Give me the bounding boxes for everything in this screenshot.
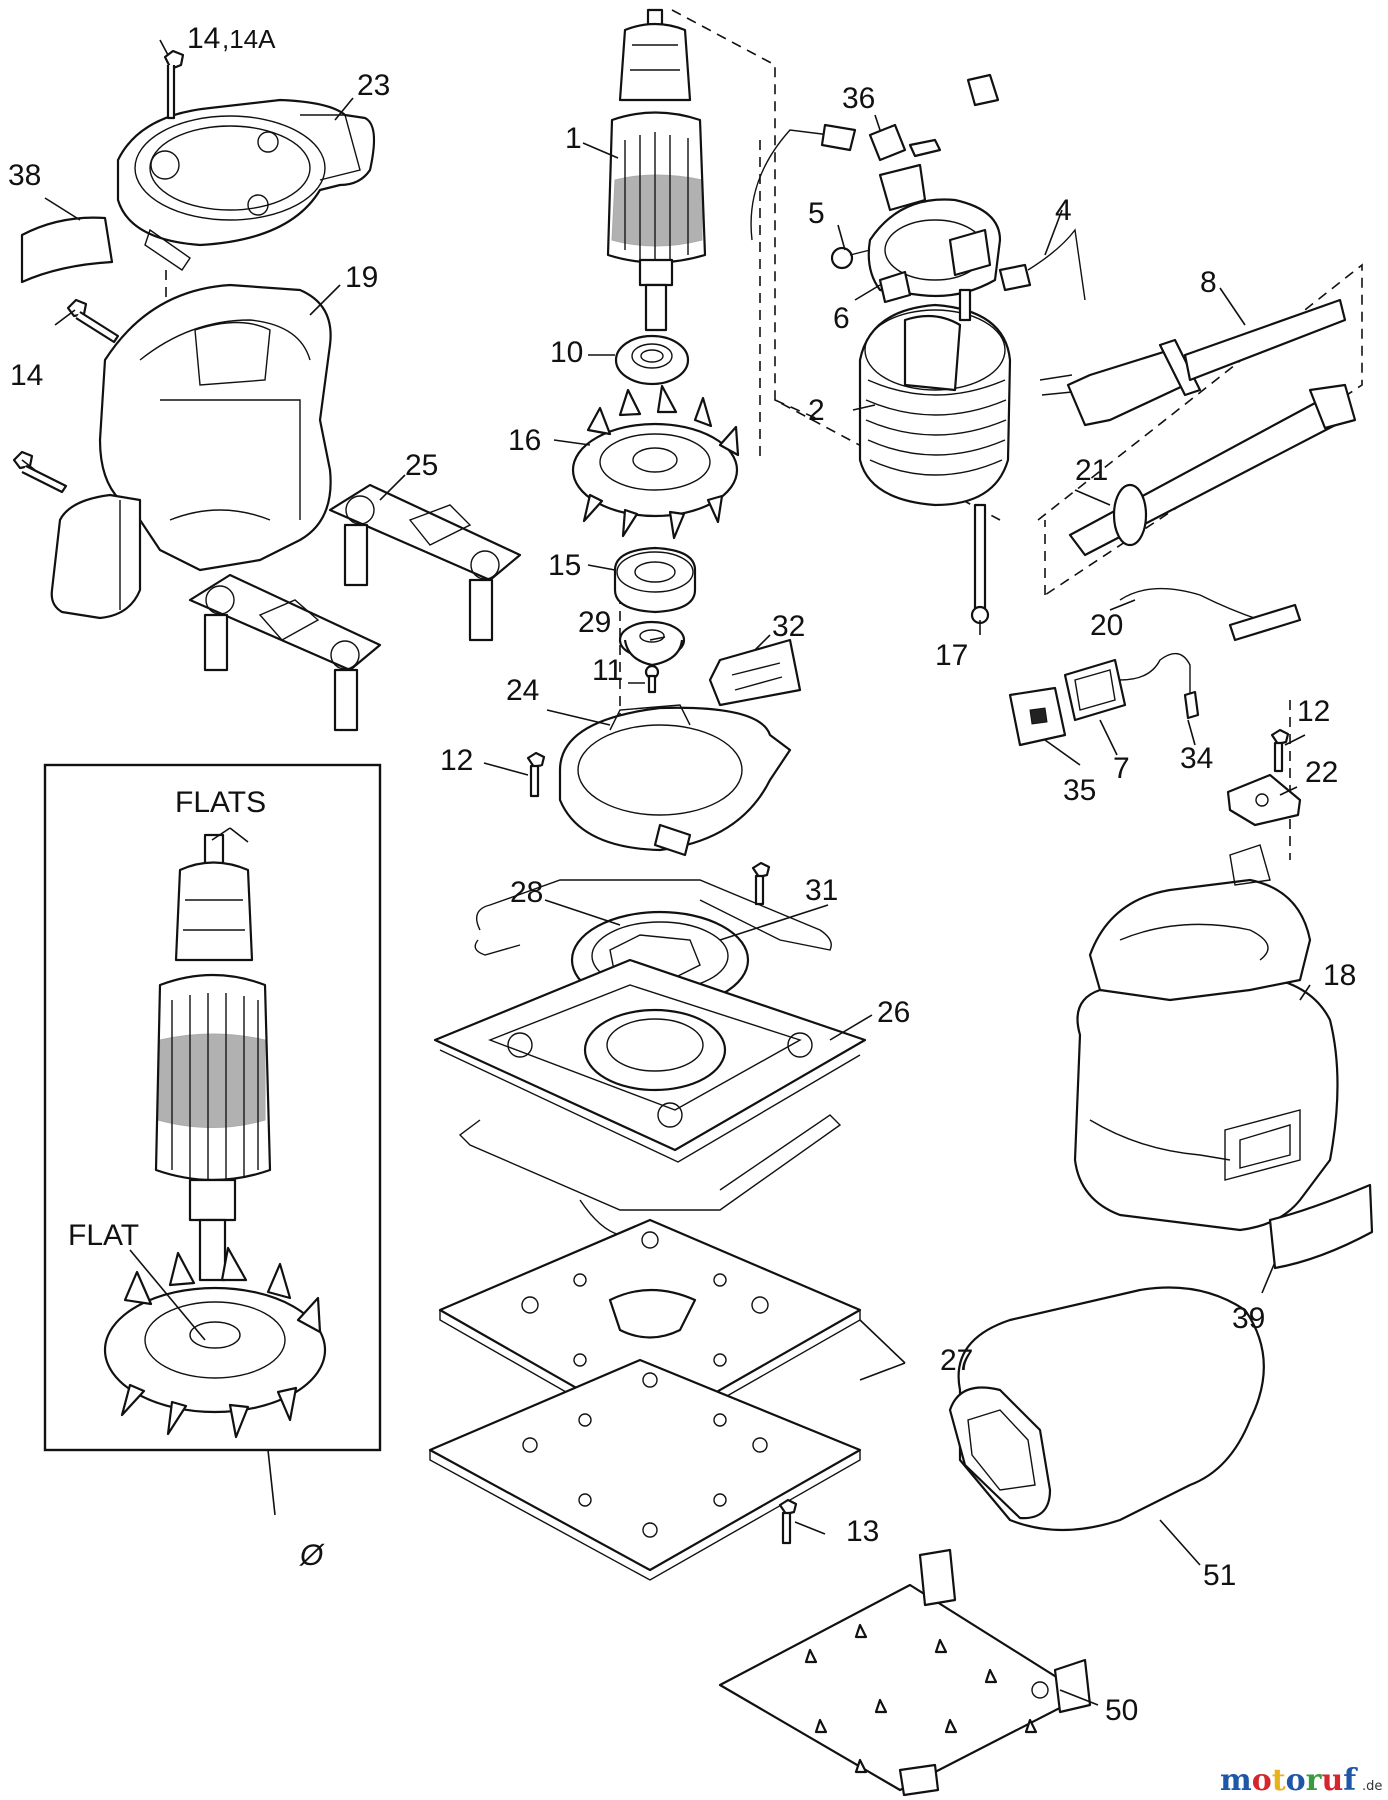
top-cover-23 bbox=[116, 98, 376, 271]
label-14a-top: ,14A bbox=[222, 24, 276, 54]
label-14-left: 14 bbox=[10, 359, 43, 392]
label-38: 38 bbox=[8, 159, 41, 192]
label-2: 2 bbox=[808, 394, 825, 427]
label-18: 18 bbox=[1323, 959, 1356, 992]
field-2 bbox=[858, 288, 1012, 507]
housing-half-19 bbox=[50, 283, 332, 620]
label-50: 50 bbox=[1105, 1694, 1138, 1727]
screw-11 bbox=[644, 664, 660, 694]
part-36 bbox=[868, 73, 1000, 162]
dust-bag-51 bbox=[948, 1286, 1265, 1532]
fan-16 bbox=[571, 384, 740, 540]
switch-cover-35 bbox=[1008, 686, 1067, 747]
label-4: 4 bbox=[1055, 194, 1072, 227]
label-23: 23 bbox=[357, 69, 390, 102]
brush-4 bbox=[998, 228, 1086, 301]
fan-baffle-24 bbox=[558, 704, 792, 857]
label-32: 32 bbox=[772, 610, 805, 643]
label-10: 10 bbox=[550, 336, 583, 369]
part-labels: 1 2 4 5 6 7 8 10 11 12 12 13 14 ,14A 14 … bbox=[8, 22, 1356, 1727]
label-21: 21 bbox=[1075, 454, 1108, 487]
spring-5 bbox=[830, 138, 942, 270]
part-32 bbox=[708, 638, 802, 707]
label-22: 22 bbox=[1305, 756, 1338, 789]
label-39 bbox=[1268, 1183, 1374, 1270]
label-38 bbox=[20, 216, 114, 284]
label-13: 13 bbox=[846, 1515, 879, 1548]
label-8: 8 bbox=[1200, 266, 1217, 299]
wire-spring-28 bbox=[474, 879, 832, 956]
label-flats: FLATS bbox=[175, 786, 266, 819]
switch-7 bbox=[1063, 652, 1200, 722]
armature-inset bbox=[43, 763, 382, 1452]
counterweight-29 bbox=[618, 620, 686, 667]
label-34: 34 bbox=[1180, 742, 1213, 775]
leader-lines bbox=[21, 39, 1311, 1706]
watermark: motoruf .de bbox=[1220, 1763, 1382, 1798]
label-14-top: 14 bbox=[187, 22, 220, 55]
label-39: 39 bbox=[1232, 1302, 1265, 1335]
label-7: 7 bbox=[1113, 752, 1130, 785]
label-27: 27 bbox=[940, 1344, 973, 1377]
label-51: 51 bbox=[1203, 1559, 1236, 1592]
label-24: 24 bbox=[506, 674, 539, 707]
label-1: 1 bbox=[565, 122, 582, 155]
label-12b: 12 bbox=[1297, 695, 1330, 728]
label-31: 31 bbox=[805, 874, 838, 907]
label-25: 25 bbox=[405, 449, 438, 482]
screw-17 bbox=[970, 503, 990, 625]
watermark-suffix: .de bbox=[1362, 1779, 1382, 1794]
punch-plate-50 bbox=[718, 1548, 1092, 1797]
bearing-10 bbox=[614, 334, 690, 386]
screws-12 bbox=[526, 728, 1290, 906]
label-36: 36 bbox=[842, 82, 875, 115]
base-plate-26 bbox=[433, 958, 867, 1163]
brush-holder-6 bbox=[867, 163, 1002, 304]
bearing-15 bbox=[613, 546, 697, 614]
label-19: 19 bbox=[345, 261, 378, 294]
label-20: 20 bbox=[1090, 609, 1123, 642]
label-17: 17 bbox=[935, 639, 968, 672]
clamp-22 bbox=[1226, 773, 1302, 827]
label-16: 16 bbox=[508, 424, 541, 457]
label-35: 35 bbox=[1063, 774, 1096, 807]
label-26: 26 bbox=[877, 996, 910, 1029]
cord-protector-21 bbox=[1068, 383, 1357, 557]
label-5: 5 bbox=[808, 197, 825, 230]
brackets-25 bbox=[188, 483, 522, 732]
wire-lead bbox=[750, 123, 857, 241]
wire-20 bbox=[1119, 587, 1302, 642]
label-flat: FLAT bbox=[68, 1219, 139, 1252]
sanding-pads-27 bbox=[428, 1218, 862, 1581]
armature-1 bbox=[606, 8, 707, 332]
label-11: 11 bbox=[592, 654, 623, 687]
housing-18 bbox=[1073, 844, 1339, 1232]
label-12a: 12 bbox=[440, 744, 473, 777]
watermark-text: motoruf bbox=[1220, 1763, 1358, 1798]
label-15: 15 bbox=[548, 549, 581, 582]
screw-13 bbox=[778, 1498, 798, 1545]
label-29: 29 bbox=[578, 606, 611, 639]
label-6: 6 bbox=[833, 302, 850, 335]
plug-cord-8 bbox=[1039, 298, 1347, 427]
label-inset-ref: Ø bbox=[299, 1539, 325, 1572]
label-28: 28 bbox=[510, 876, 543, 909]
